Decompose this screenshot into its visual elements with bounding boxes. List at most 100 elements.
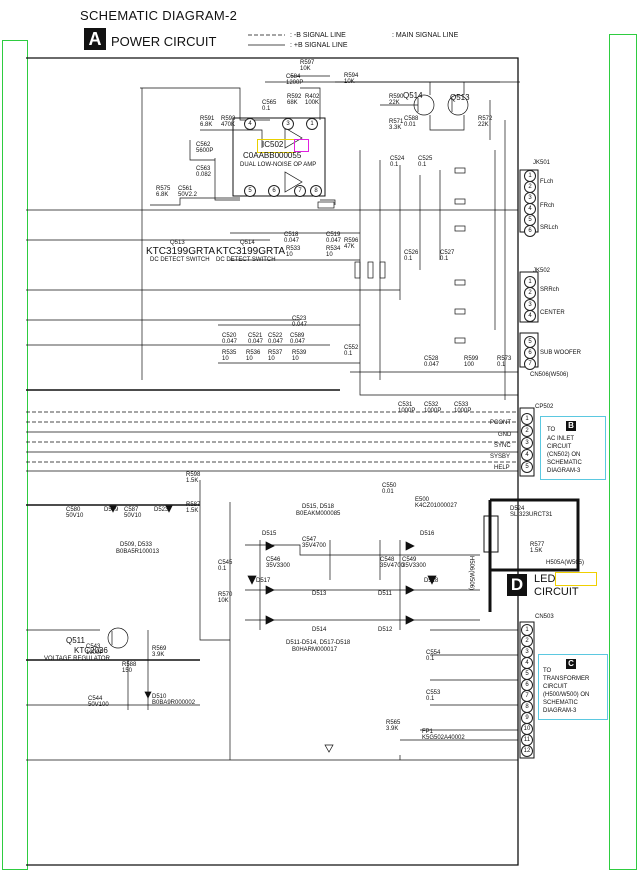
page-title: SCHEMATIC DIAGRAM-2 — [80, 8, 238, 23]
component-value: 0.047 — [292, 322, 308, 328]
cn503-pin: 10 — [521, 723, 533, 735]
block-b-line: CIRCUIT — [547, 444, 572, 450]
jk502-pin: 2 — [524, 287, 536, 299]
component-value: 1.5K — [530, 548, 543, 554]
ic-desc: DUAL LOW-NOISE OP AMP — [240, 162, 317, 168]
component-ref: R569 — [152, 646, 167, 652]
component-value: 0.1 — [218, 566, 227, 572]
cp502-pin: 4 — [521, 449, 533, 461]
jk501-fr: FRch — [540, 203, 555, 209]
component-ref: D510 — [152, 694, 167, 700]
component-ref: E500 — [415, 497, 430, 503]
component-ref: C543 — [86, 644, 101, 650]
component-ref: R533 — [286, 246, 301, 252]
component-ref: C580 — [66, 507, 81, 513]
component-value: 100 — [464, 362, 475, 368]
component-value: 0.1 — [390, 162, 399, 168]
q514-desc: DC DETECT SWITCH — [216, 257, 276, 263]
component-value: 1200P — [286, 80, 304, 86]
cp502-help: HELP — [494, 465, 510, 471]
component-ref: C562 — [196, 142, 211, 148]
component-ref: C523 — [292, 316, 307, 322]
component-ref: R597 — [300, 60, 315, 66]
component-ref: R588 — [122, 662, 137, 668]
component-value: 10 — [268, 356, 275, 362]
component-label: D509 — [104, 507, 118, 513]
cn503-pin: 3 — [521, 646, 533, 658]
component-ref: R571 — [389, 119, 404, 125]
cn503-pin: 12 — [521, 745, 533, 757]
ic-ref: IC502 — [262, 140, 284, 149]
component-ref: R534 — [326, 246, 341, 252]
component-value: 50V10 — [124, 513, 142, 519]
diode-label: D518 — [424, 578, 439, 584]
component-value: 0.1 — [404, 256, 413, 262]
component-ref: R570 — [218, 592, 233, 598]
component-ref: C563 — [196, 166, 211, 172]
component-ref: R596 — [344, 238, 359, 244]
component-value: 0.047 — [424, 362, 440, 368]
component-ref: C526 — [404, 250, 419, 256]
component-ref: C533 — [454, 402, 469, 408]
component-value: 50V10 — [66, 513, 84, 519]
cp502-pin: 1 — [521, 413, 533, 425]
jk501-fl: FLch — [540, 179, 554, 185]
component-ref: C561 — [178, 186, 193, 192]
jk502-sub: SUB WOOFER — [540, 350, 582, 356]
component-value: 150 — [122, 668, 133, 674]
component-value: 0.047 — [284, 238, 300, 244]
ic-pin: 3 — [282, 118, 294, 130]
jk501-pin: 6 — [524, 225, 536, 237]
component-value: 1.5K — [186, 478, 199, 484]
component-ref: C521 — [248, 333, 263, 339]
component-ref: C589 — [290, 333, 305, 339]
cp502-pin: 2 — [521, 425, 533, 437]
component-value: B0BA9R000002 — [152, 700, 196, 706]
q514-lower: Q514 — [240, 240, 255, 246]
jk502-center: CENTER — [540, 310, 565, 316]
jk501-pin: 3 — [524, 192, 536, 204]
diode-group-part: B0BA5R100013 — [116, 549, 160, 555]
component-ref: R590 — [389, 94, 404, 100]
component-value: 47K — [344, 244, 355, 250]
component-value: 10 — [246, 356, 253, 362]
component-value: 0.047 — [290, 339, 306, 345]
component-value: 470K — [221, 122, 236, 128]
component-value: K4CZ01000027 — [415, 503, 458, 509]
component-ref: D524 — [510, 506, 525, 512]
component-ref: R402 — [305, 94, 320, 100]
component-value: 0.047 — [326, 238, 342, 244]
component-value: 10 — [292, 356, 299, 362]
block-d-title: LED — [534, 573, 556, 585]
component-ref: D523 — [154, 507, 169, 513]
block-b-line: AC INLET — [547, 436, 575, 442]
component-ref: C522 — [268, 333, 283, 339]
component-value: K5G502A40002 — [422, 735, 465, 741]
